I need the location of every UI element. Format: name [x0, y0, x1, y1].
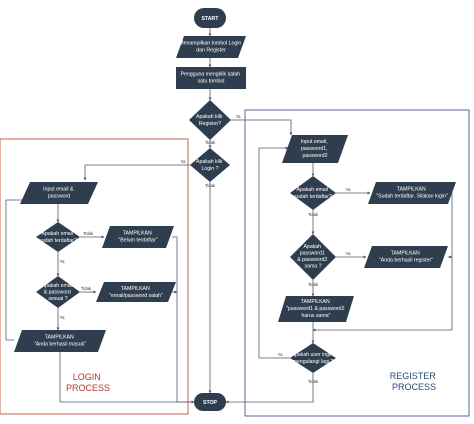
- register-passwords-equal-decision: Apakah password1 & password2 sama ?: [290, 234, 336, 280]
- label-login-q2-no: Tidak: [81, 286, 92, 291]
- edge-repeat-no-to-stop: [225, 373, 314, 404]
- login-process-region: [0, 138, 189, 415]
- login-region-title: LOGIN PROCESS: [66, 372, 110, 393]
- svg-text:Input email, password1,: Input email, password1, password2: [301, 139, 329, 159]
- show-not-registered-node: TAMPILKAN "Belum terdaftar": [102, 226, 174, 248]
- label-repeat-yes: Ya: [278, 352, 283, 357]
- register-decision: Apakah klik Register?: [189, 100, 231, 140]
- label-qlogin-no: Tidak: [205, 183, 216, 188]
- user-click-process: Pengguna mengklik salah satu tombol: [176, 67, 246, 89]
- svg-text:TAMPILKAN "Anda berhasil: TAMPILKAN "Anda berhasil masuk": [34, 335, 86, 348]
- svg-text:TAMPILKAN "Anda berhasil: TAMPILKAN "Anda berhasil register": [379, 251, 433, 264]
- label-reg-q1-yes: Ya: [346, 187, 351, 192]
- label-repeat-no: Tidak: [308, 379, 319, 384]
- svg-text:Apakah klik Register?: Apakah klik Register?: [196, 114, 224, 127]
- svg-text:Apakah email & password: Apakah email & password sesuai ?: [42, 283, 75, 302]
- show-register-success-node: TAMPILKAN "Anda berhasil register": [364, 246, 448, 268]
- label-login-q1-no: Tidak: [83, 231, 94, 236]
- label-login-q1-yes: Ya: [60, 259, 65, 264]
- show-passwords-must-match-node: TAMPILKAN "password1 & password2 harus s…: [278, 296, 354, 322]
- label-reg-q2-yes: Ya: [346, 251, 351, 256]
- svg-text:Input email & password: Input email & password: [43, 187, 75, 200]
- svg-text:START: START: [202, 16, 220, 22]
- label-qregister-yes: Ya: [236, 114, 241, 119]
- register-input-node: Input email, password1, password2: [282, 135, 348, 163]
- svg-text:TAMPILKAN "Sudah terdaft: TAMPILKAN "Sudah terdaftar. Silakan logi…: [376, 187, 448, 200]
- login-decision: Apakah klik Login ?: [190, 148, 230, 182]
- svg-text:Apakah password1 &: Apakah password1 & password2 sama ?: [297, 244, 328, 270]
- label-reg-q1-no: Tidak: [308, 212, 319, 217]
- edge-back-to-input: [5, 198, 29, 341]
- edge-success-to-stop: [59, 352, 195, 404]
- login-credentials-decision: Apakah email & password sesuai ?: [36, 276, 80, 308]
- show-login-register-process: Menampilkan tombol Login dan Register: [176, 36, 246, 58]
- svg-text:STOP: STOP: [203, 400, 218, 406]
- stop-terminal: STOP: [194, 393, 226, 411]
- show-wrong-credentials-node: TAMPILKAN "email/password salah": [96, 282, 176, 302]
- register-region-title: REGISTER PROCESS: [390, 371, 439, 392]
- show-already-registered-node: TAMPILKAN "Sudah terdaftar. Silakan logi…: [368, 182, 456, 204]
- edge-repeat-yes-loop: [258, 146, 290, 359]
- edge-qregister-yes: [231, 119, 293, 136]
- svg-text:Menampilkan tombol Login: Menampilkan tombol Login dan Register: [179, 41, 242, 54]
- svg-text:TAMPILKAN "password1 & p: TAMPILKAN "password1 & password2 harus s…: [286, 299, 346, 319]
- label-reg-q2-no: Tidak: [308, 282, 319, 287]
- label-login-q2-yes: Ya: [60, 315, 65, 320]
- login-input-node: Input email & password: [20, 182, 98, 204]
- svg-text:TAMPILKAN "email/passwor: TAMPILKAN "email/password salah": [109, 286, 163, 299]
- edge-not-registered-to-stop: [172, 236, 195, 404]
- svg-text:TAMPILKAN "Belum terdaft: TAMPILKAN "Belum terdaftar": [118, 231, 157, 244]
- label-qregister-no: Tidak: [205, 140, 216, 145]
- start-terminal: START: [194, 8, 226, 28]
- login-email-registered-decision: Apakah email sudah terdaftar?: [36, 222, 80, 252]
- svg-text:Apakah klik Login ?: Apakah klik Login ?: [196, 159, 224, 172]
- register-email-exists-decision: Apakah email sudah terdaftar?: [290, 176, 336, 210]
- show-login-success-node: TAMPILKAN "Anda berhasil masuk": [14, 330, 106, 352]
- svg-text:Apakah user ingin mengul: Apakah user ingin mengulangi lagi ?: [292, 352, 335, 365]
- svg-text:Apakah email sudah terda: Apakah email sudah terdaftar?: [39, 231, 77, 244]
- register-repeat-decision: Apakah user ingin mengulangi lagi ?: [290, 343, 336, 373]
- svg-text:Apakah email sudah terda: Apakah email sudah terdaftar?: [294, 187, 332, 200]
- register-process-region: [244, 109, 470, 417]
- svg-text:Pengguna mengklik salah: Pengguna mengklik salah satu tombol: [181, 72, 242, 85]
- edge-qlogin-yes: [83, 164, 190, 181]
- label-qlogin-yes: Ya: [181, 159, 186, 164]
